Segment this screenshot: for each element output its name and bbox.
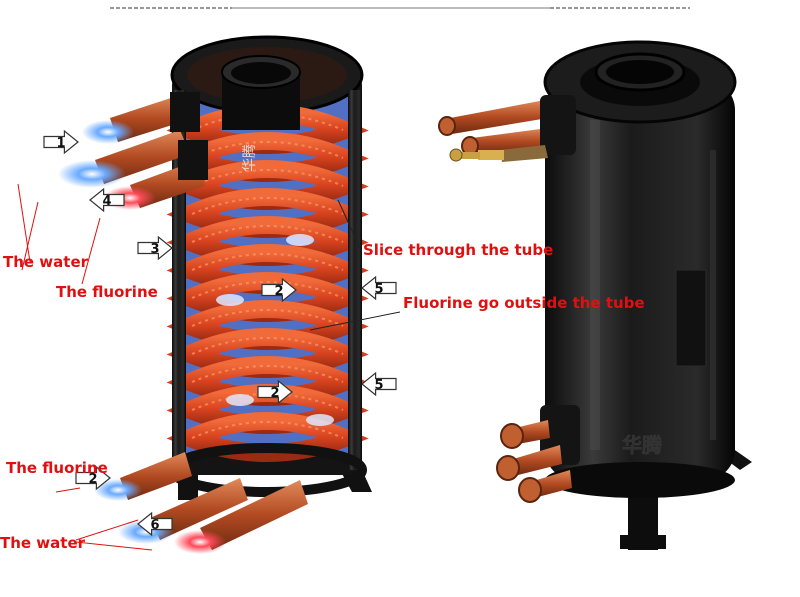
flow-arrow-marker <box>361 371 397 397</box>
brand-mark-left: 华腾 <box>241 144 258 172</box>
coil-ridge <box>191 225 344 243</box>
flow-glint <box>226 394 254 406</box>
flow-markers: 1 4 3 2 5 2 5 2 6 <box>43 129 397 537</box>
label-slice-through-tube: Slice through the tube <box>363 241 554 259</box>
flow-arrow-marker <box>43 129 79 155</box>
flow-arrow-marker <box>257 379 293 405</box>
flow-marker-number: 2 <box>270 386 279 401</box>
flow-marker-number: 5 <box>374 282 383 297</box>
flow-arrow-marker <box>361 275 397 301</box>
flow-arrow-marker <box>261 277 297 303</box>
flow-arrow-marker <box>137 511 173 537</box>
flow-arrow-marker <box>75 465 111 491</box>
label-fluorine-bottom: The fluorine <box>6 459 108 477</box>
flow-arrow-marker <box>137 235 173 261</box>
coil-ridge <box>191 169 344 187</box>
label-water-bottom: The water <box>0 534 86 552</box>
flow-glint <box>306 414 334 426</box>
flow-marker-number: 5 <box>374 378 383 393</box>
flow-arrow-marker <box>89 187 125 213</box>
flow-marker-number: 6 <box>150 518 159 533</box>
flow-marker-number: 2 <box>274 284 283 299</box>
flow-glint <box>216 294 244 306</box>
product-exchanger: 华腾 <box>438 40 752 550</box>
flow-marker-number: 2 <box>88 472 97 487</box>
brand-mark-right: 华腾 <box>622 433 663 457</box>
label-water-top: The water <box>3 253 89 271</box>
coil-ridge <box>191 197 344 215</box>
flow-glint <box>286 234 314 246</box>
cutaway-exchanger: 华腾 <box>58 35 372 554</box>
flow-marker-number: 4 <box>102 194 111 209</box>
coil-ridge <box>191 281 344 299</box>
annotation-lines <box>17 183 401 551</box>
label-fluorine-outside-tube: Fluorine go outside the tube <box>403 294 645 312</box>
coil-ridge <box>191 337 344 355</box>
flow-marker-number: 3 <box>150 242 159 257</box>
outlet-pipes-bottom <box>94 452 308 554</box>
coil-ridge <box>191 309 344 327</box>
label-fluorine-top: The fluorine <box>56 283 158 301</box>
flow-marker-number: 1 <box>56 136 65 151</box>
coil-ridge <box>191 421 344 439</box>
coil-ridge <box>191 141 344 159</box>
coil-ridge <box>191 253 344 271</box>
coil-ridge <box>191 365 344 383</box>
coil-bundle <box>166 104 369 462</box>
inlet-pipes-top <box>58 92 208 210</box>
